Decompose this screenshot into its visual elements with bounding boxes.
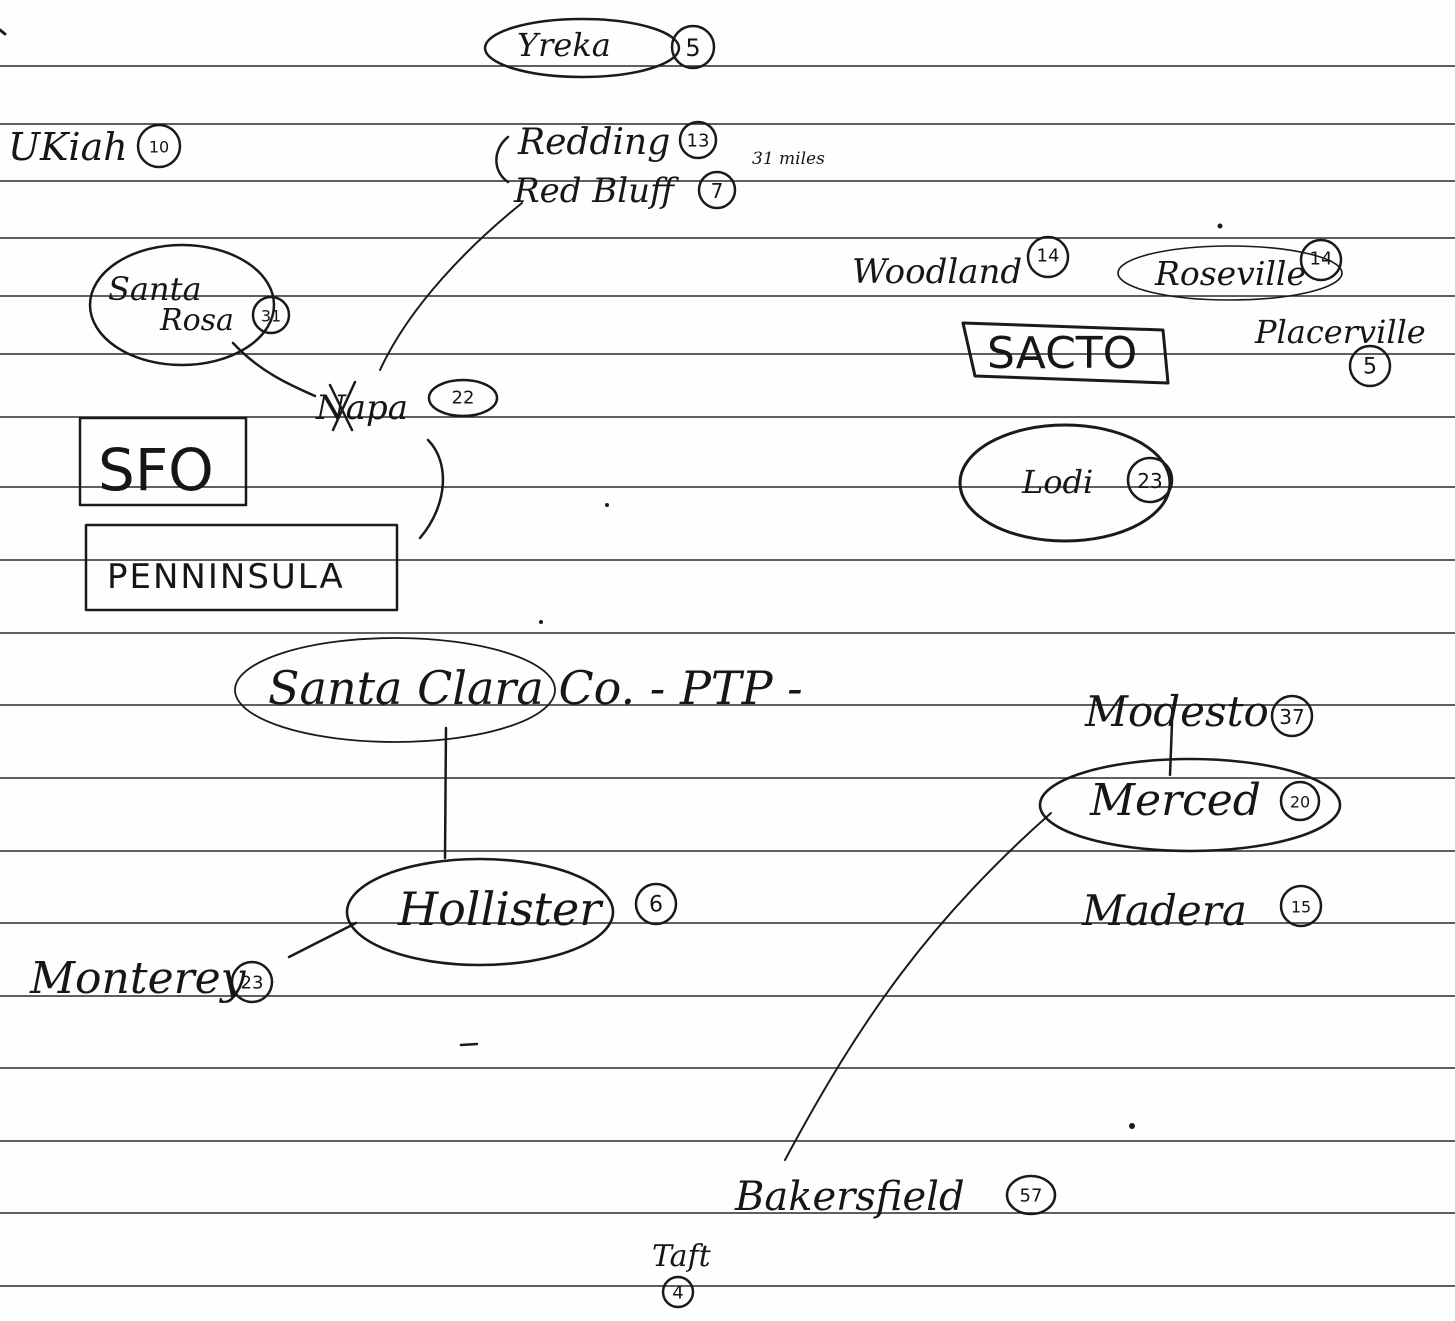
merced-count-circle [1279,780,1321,822]
redbluff-count-circle [697,170,737,210]
count-badges: 5 10 13 7 31 22 14 14 5 23 37 20 15 6 23… [136,24,1392,1309]
ink-dot [1217,223,1223,229]
hollister-oval [345,857,615,967]
ink-dot [1129,1123,1135,1129]
modesto-label: Modesto [1084,687,1269,736]
woodland-count-circle [1026,235,1070,279]
yreka-label: Yreka [517,26,611,64]
placerville-label: Placerville [1254,313,1426,351]
placerville-count: 5 [1363,355,1377,380]
santa-rosa-oval [88,243,276,367]
redding-distance-note: 31 miles [752,149,825,169]
lodi-label: Lodi [1021,463,1093,501]
merced-oval [1038,757,1342,853]
merced-label: Merced [1089,775,1261,826]
taft-count: 4 [672,1283,683,1304]
woodland-label: Woodland [852,252,1022,292]
bakersfield-count-circle [1005,1174,1057,1216]
merced-bakersfield-line [784,812,1052,1161]
redbluff-label: Red Bluff [513,171,679,211]
roseville-label: Roseville [1154,254,1306,293]
santarosa-count: 31 [261,307,281,326]
napa-label: Napa [315,388,408,428]
redbluff-napa-line [379,202,523,371]
napa-count: 22 [452,388,475,409]
santaclara-hollister-line [443,726,448,860]
redding-bracket [495,135,510,184]
merced-count: 20 [1290,793,1310,812]
napa-south-arc [418,438,445,540]
sfo-label: SFO [98,436,214,504]
monterey-label: Monterey [29,953,247,1004]
yreka-count: 5 [685,34,700,62]
monterey-count: 23 [241,973,264,994]
ukiah-count: 10 [149,138,169,157]
roseville-count: 14 [1310,249,1333,270]
hollister-label: Hollister [397,882,604,936]
penninsula-label: PENNINSULA [107,557,345,597]
circled-groups [88,17,1343,967]
monterey-count-circle [230,960,274,1004]
city-labels: Yreka UKiah Redding 31 miles Red Bluff S… [8,26,1426,1274]
taft-label: Taft [652,1239,712,1274]
redding-label: Redding [517,122,670,163]
bakersfield-count: 57 [1020,1186,1043,1207]
corner-mark [0,28,7,36]
santarosa-label-line2: Rosa [159,303,234,338]
santaclara-label: Santa Clara Co. - PTP - [268,661,803,715]
yreka-oval [483,17,681,79]
redding-count-circle [678,120,718,160]
lodi-count-circle [1126,456,1174,504]
ink-dot [605,503,609,507]
boxed-labels [78,321,1170,612]
hollister-monterey-line [287,921,358,959]
hollister-count-circle [634,882,678,926]
redbluff-count: 7 [711,179,724,203]
hollister-count: 6 [649,893,663,918]
ink-dot [539,620,543,624]
napa-scribble [328,380,357,432]
sacto-box [961,321,1170,385]
madera-count: 15 [1291,898,1311,917]
madera-count-circle [1279,884,1323,928]
penninsula-box [84,523,399,612]
yreka-count-circle [670,24,716,70]
santarosa-label-line1: Santa [108,270,202,308]
napa-count-circle [427,378,499,418]
roseville-oval [1117,245,1343,301]
modesto-count: 37 [1279,705,1304,729]
ukiah-label: UKiah [8,125,128,169]
ukiah-count-circle [136,123,182,169]
taft-count-circle [661,1275,695,1309]
modesto-count-circle [1270,694,1314,738]
lodi-oval [958,423,1172,543]
redding-count: 13 [687,131,710,152]
modesto-merced-line [1168,721,1174,777]
santa-clara-oval [234,637,556,743]
sacto-label: SACTO [987,328,1137,379]
lodi-count: 23 [1137,469,1162,493]
woodland-count: 14 [1037,246,1060,267]
bakersfield-label: Bakersfield [734,1174,965,1220]
santarosa-napa-line [231,341,317,398]
roseville-count-circle [1299,238,1343,282]
santarosa-count-circle [251,295,291,335]
ink-dash [459,1042,479,1047]
placerville-count-circle [1348,344,1392,388]
sfo-box [78,416,248,507]
madera-label: Madera [1081,886,1247,935]
